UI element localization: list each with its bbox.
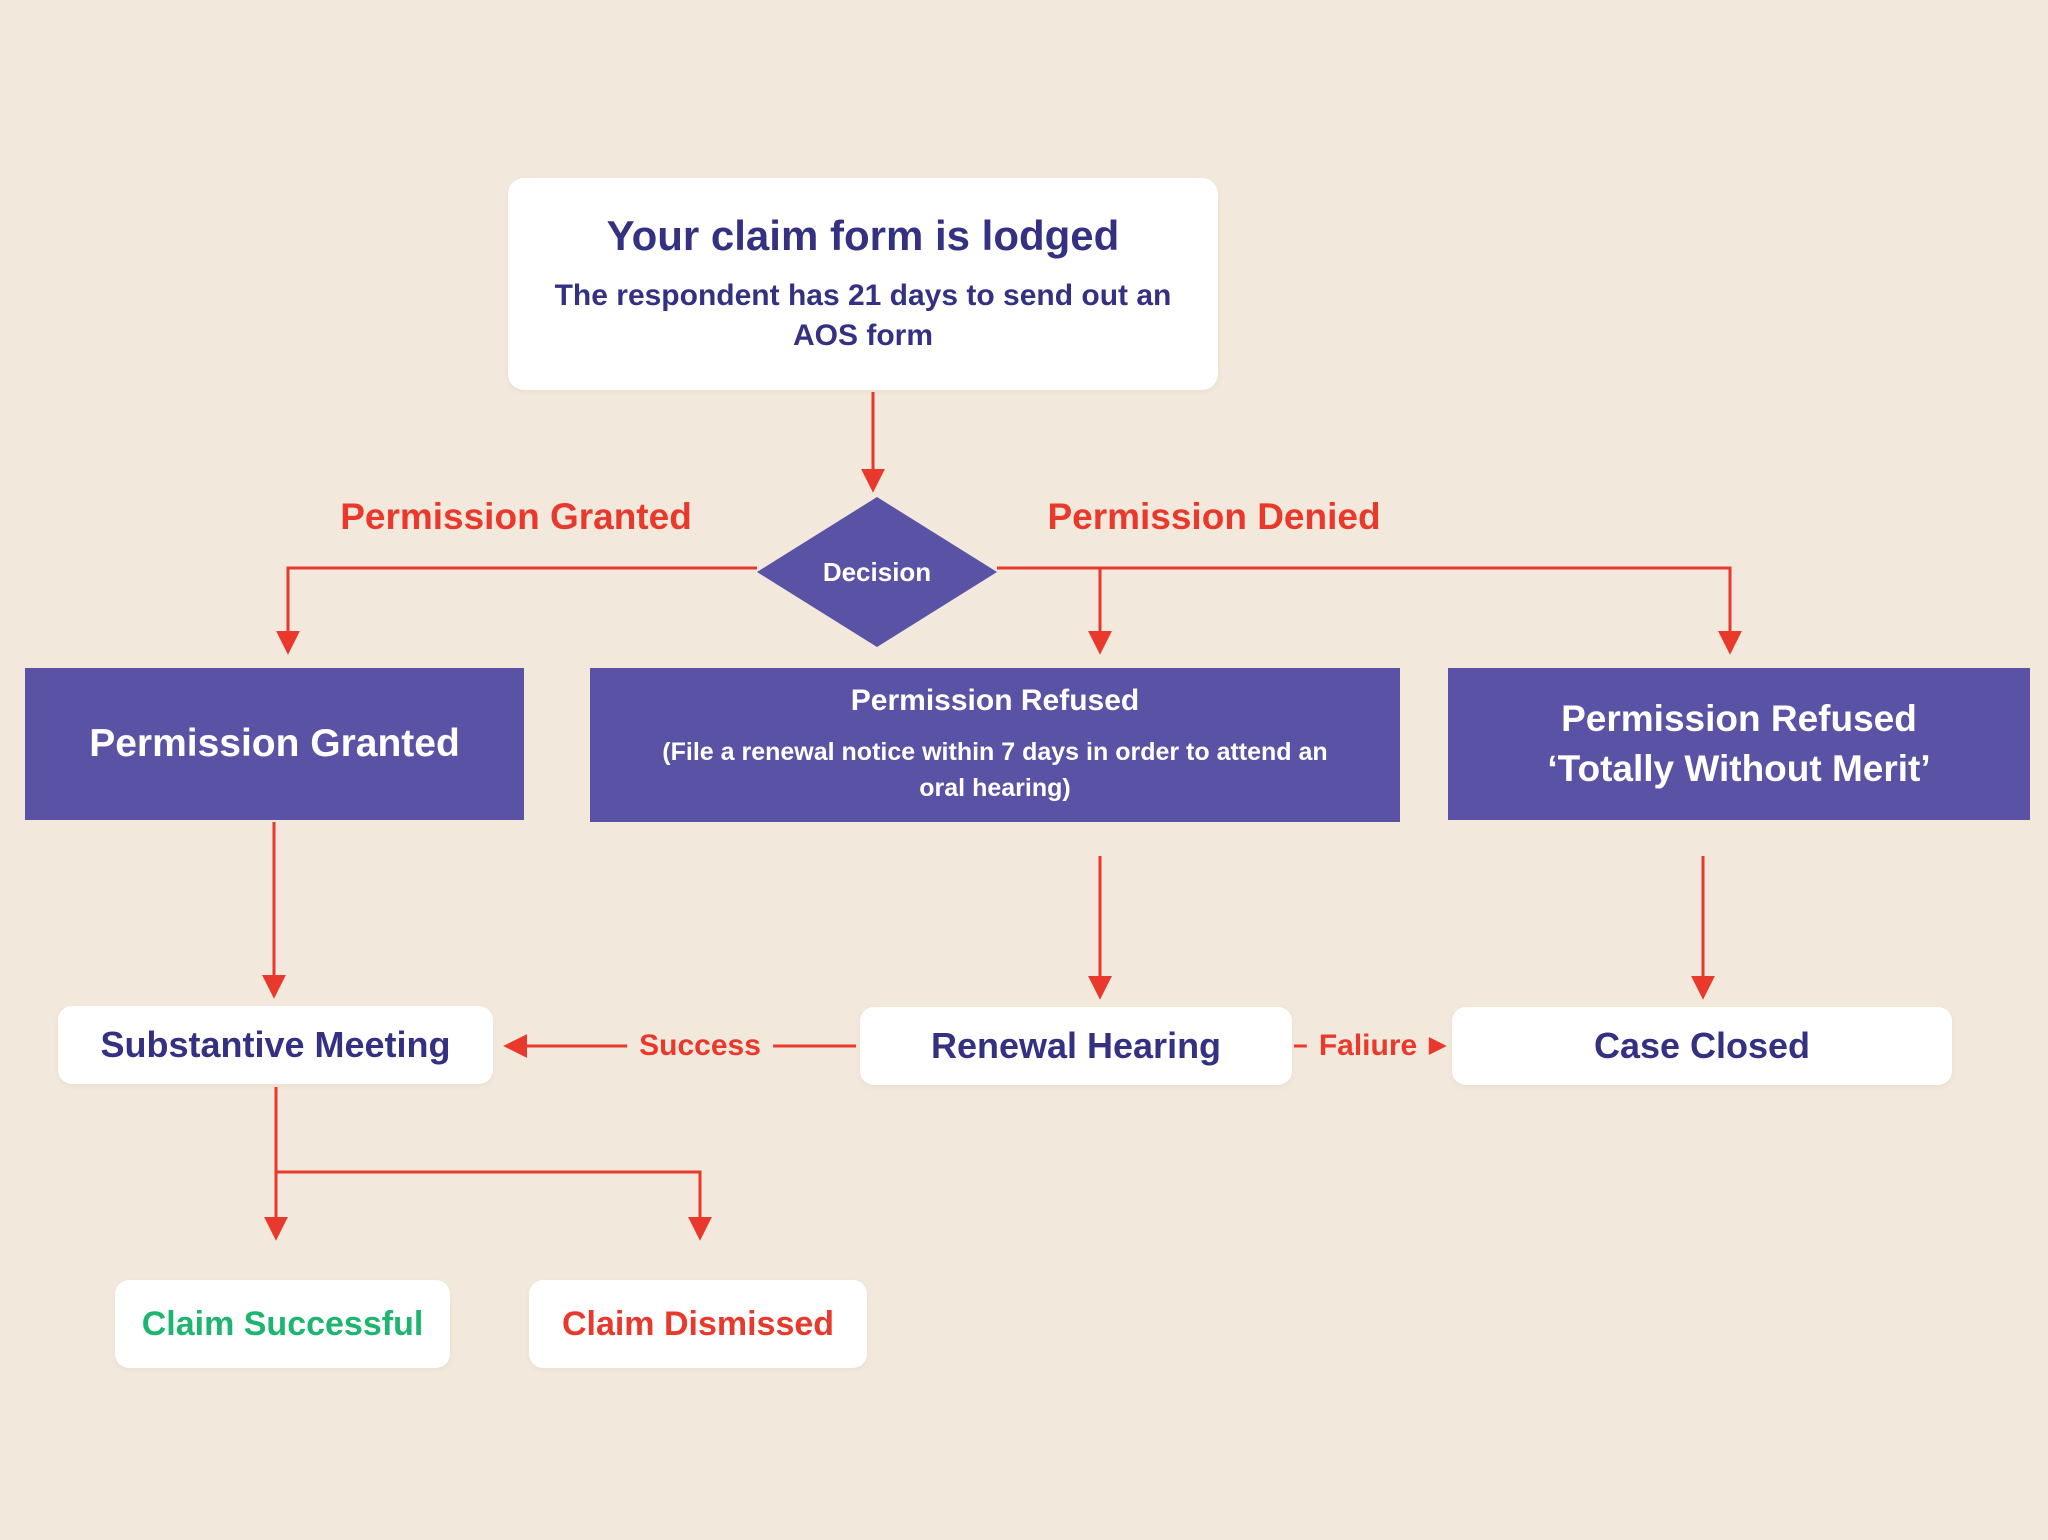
edge-label-permission-granted: Permission Granted bbox=[340, 496, 692, 537]
permission-refused-twm-line2: ‘Totally Without Merit’ bbox=[1547, 748, 1931, 789]
claim-successful-label: Claim Successful bbox=[141, 1304, 424, 1343]
decision-label: Decision bbox=[822, 556, 932, 587]
node-decision-diamond: Decision bbox=[757, 497, 997, 647]
arrow-decision-to-refused-twm bbox=[997, 566, 1742, 655]
case-closed-label: Case Closed bbox=[1593, 1025, 1811, 1066]
substantive-meeting-label: Substantive Meeting bbox=[100, 1024, 451, 1065]
arrow-substantive-to-dismissed bbox=[276, 1170, 712, 1241]
edge-label-faliure: Faliure bbox=[1306, 1027, 1430, 1065]
node-claim-lodged: Your claim form is lodged The respondent… bbox=[508, 178, 1218, 390]
node-permission-refused: Permission Refused (File a renewal notic… bbox=[590, 668, 1400, 822]
node-permission-granted: Permission Granted bbox=[25, 668, 524, 820]
node-renewal-hearing: Renewal Hearing bbox=[860, 1007, 1292, 1085]
claim-lodged-title: Your claim form is lodged bbox=[606, 212, 1120, 260]
permission-refused-twm-line1: Permission Refused bbox=[1561, 698, 1917, 740]
node-case-closed: Case Closed bbox=[1452, 1007, 1952, 1085]
arrow-decision-to-granted bbox=[276, 566, 757, 655]
node-claim-successful: Claim Successful bbox=[115, 1280, 450, 1368]
edge-label-success: Success bbox=[627, 1027, 773, 1065]
permission-granted-label: Permission Granted bbox=[89, 722, 460, 765]
node-substantive-meeting: Substantive Meeting bbox=[58, 1006, 493, 1084]
claim-lodged-subtitle: The respondent has 21 days to send out a… bbox=[554, 278, 1172, 353]
claim-dismissed-label: Claim Dismissed bbox=[561, 1304, 835, 1343]
permission-refused-subtitle: (File a renewal notice within 7 days in … bbox=[662, 737, 1328, 802]
node-permission-refused-twm: Permission Refused ‘Totally Without Meri… bbox=[1448, 668, 2030, 820]
edge-label-permission-denied: Permission Denied bbox=[1047, 496, 1381, 537]
node-claim-dismissed: Claim Dismissed bbox=[529, 1280, 867, 1368]
renewal-hearing-label: Renewal Hearing bbox=[930, 1025, 1222, 1066]
permission-refused-title: Permission Refused bbox=[850, 683, 1140, 717]
